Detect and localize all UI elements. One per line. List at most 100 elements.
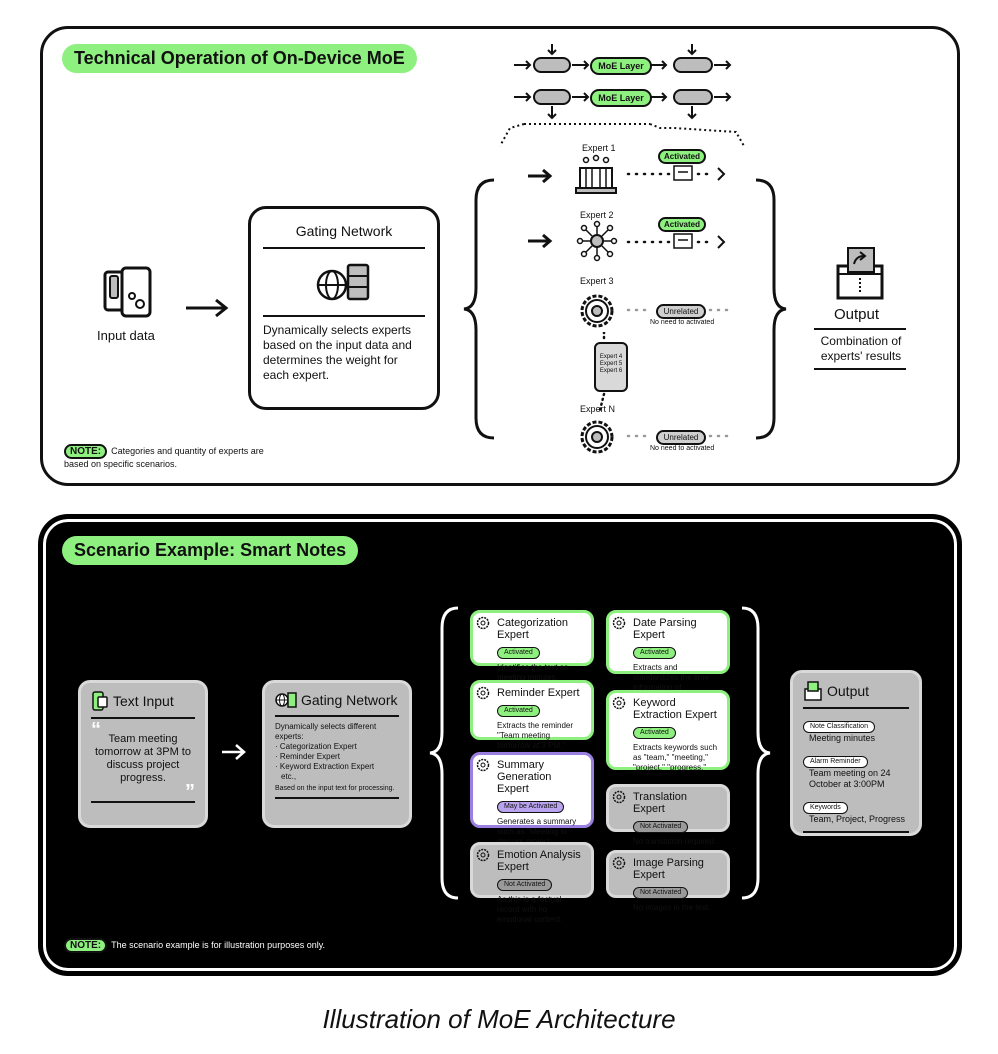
expert-n-label: Expert N: [580, 404, 616, 414]
expert-1-flow: [626, 165, 726, 181]
gear-icon: [580, 294, 614, 328]
output-field-3: Keywords Team, Project, Progress: [803, 796, 909, 825]
globe-server-icon: [275, 692, 297, 708]
output-card-title: Output: [827, 683, 870, 699]
arrow-right-icon: [186, 298, 229, 318]
expert-gear-icon: [612, 616, 626, 630]
expert-gear-icon: [476, 758, 490, 772]
left-brace-white: [429, 606, 459, 900]
top-note-text: Categories and quantity of experts are b…: [64, 446, 264, 469]
figure-caption: Illustration of MoE Architecture: [322, 1004, 676, 1034]
gating-card-intro: Dynamically selects different experts:: [275, 722, 377, 741]
top-note-tag: NOTE:: [64, 444, 108, 459]
bottom-note-tag: NOTE:: [64, 938, 108, 953]
close-quote-icon: ”: [185, 781, 195, 803]
network-hub-icon: [576, 220, 618, 262]
open-quote-icon: “: [91, 719, 101, 741]
card-status: Activated: [497, 647, 540, 659]
card-title: Reminder Expert: [497, 687, 580, 699]
expert-gear-icon: [476, 686, 490, 700]
expert-card-keyword-extraction: Keyword Extraction Expert Activated Extr…: [606, 690, 730, 772]
expert-2-status: Activated: [658, 217, 706, 232]
text-input-divider-2: [91, 801, 195, 803]
output-field-label: Keywords: [803, 802, 848, 814]
expert-3-status: Unrelated: [656, 304, 706, 319]
gating-item-4: etc.,: [281, 772, 297, 781]
gating-item-3: · Keyword Extraction Expert: [275, 762, 375, 771]
card-status-row: Activated: [481, 641, 583, 659]
output-field-2: Alarm Reminder Team meeting on 24 Octobe…: [803, 750, 909, 790]
top-title: Technical Operation of On-Device MoE: [62, 44, 417, 73]
bottom-note-text: The scenario example is for illustration…: [111, 940, 326, 950]
expert-gear-icon: [612, 790, 626, 804]
text-input-quote: Team meeting tomorrow at 3PM to discuss …: [95, 733, 191, 784]
phone-icon: [103, 266, 152, 318]
expert-n-flow: [626, 434, 732, 438]
card-status: May be Activated: [497, 801, 565, 813]
bottom-note: NOTE:The scenario example is for illustr…: [64, 938, 325, 953]
card-status: Not Activated: [633, 821, 689, 833]
top-note: NOTE:Categories and quantity of experts …: [64, 444, 284, 470]
expert-1-label: Expert 1: [582, 143, 616, 153]
card-body: No translation required.: [633, 837, 717, 846]
card-status: Not Activated: [633, 887, 689, 899]
gating-title: Gating Network: [295, 223, 393, 239]
output-divider: [814, 328, 906, 330]
expert-gear-icon: [476, 848, 490, 862]
output-box-icon: [836, 247, 884, 300]
expert-arrow-1: [528, 168, 553, 184]
output-field-value: Meeting minutes: [809, 733, 876, 743]
expert-card-translation: Translation Expert Not Activated No tran…: [606, 784, 730, 846]
moe-layer-diagram: [500, 44, 745, 147]
left-brace: [463, 178, 495, 440]
expert-stack-connector: [598, 332, 606, 412]
right-brace: [755, 178, 787, 440]
card-title: Image Parsing Expert: [633, 857, 704, 881]
text-input-title: Text Input: [113, 693, 174, 709]
expert-gear-icon: [612, 696, 626, 710]
laptop-network-icon: [575, 154, 617, 194]
output-card: Output Note Classification Meeting minut…: [790, 670, 922, 836]
expert-3-note: No need to activated: [650, 319, 715, 326]
arrow-right-icon: [222, 744, 246, 760]
gating-description: Dynamically selects experts based on the…: [263, 323, 412, 382]
card-status: Activated: [633, 727, 676, 739]
card-status-row: Activated: [617, 721, 719, 739]
expert-card-categorization: Categorization Expert Activated Identifi…: [470, 610, 594, 682]
card-body: Extracts keywords such as "team," "meeti…: [633, 743, 718, 772]
moe-layer-pill-1: MoE Layer: [590, 57, 652, 75]
expert-stack-line-3: Expert 6: [599, 368, 623, 374]
expert-stack-line-2: Expert 5: [599, 361, 623, 367]
output-title: Output: [834, 306, 880, 323]
output-field-label: Alarm Reminder: [803, 756, 868, 768]
top-panel: [40, 26, 960, 486]
card-status-row: May be Activated: [481, 795, 583, 813]
card-body: As this is a factual record with no emot…: [497, 895, 563, 924]
gating-card: Gating Network Dynamically selects diffe…: [262, 680, 412, 828]
moe-layer-pill-2: MoE Layer: [590, 89, 652, 107]
expert-3-label: Expert 3: [580, 276, 614, 286]
expert-n-note: No need to activated: [650, 445, 715, 452]
output-divider-2: [814, 368, 906, 370]
expert-card-reminder: Reminder Expert Activated Extracts the r…: [470, 680, 594, 750]
expert-card-emotion-analysis: Emotion Analysis Expert Not Activated As…: [470, 842, 594, 924]
card-title: Emotion Analysis Expert: [497, 849, 581, 873]
card-status-row: Activated: [617, 641, 719, 659]
expert-3-flow: [626, 308, 732, 312]
expert-gear-icon: [612, 856, 626, 870]
output-card-divider-2: [803, 831, 909, 833]
card-body: Extracts the reminder "Team meeting tomo…: [497, 721, 574, 750]
expert-n-status: Unrelated: [656, 430, 706, 445]
gating-card-divider-2: [275, 797, 399, 799]
text-input-header: Text Input: [91, 691, 195, 711]
input-data-label: Input data: [97, 328, 155, 343]
gating-card-title: Gating Network: [301, 692, 398, 708]
expert-gear-icon: [476, 616, 490, 630]
globe-server-icon: [316, 263, 370, 301]
expert-arrow-2: [528, 233, 553, 249]
gating-network-box: Gating Network Dynamically selects exper…: [248, 206, 440, 410]
output-field-label: Note Classification: [803, 721, 875, 733]
card-title: Translation Expert: [633, 791, 688, 815]
output-field-1: Note Classification Meeting minutes: [803, 715, 909, 744]
card-status-row: Activated: [481, 699, 583, 717]
